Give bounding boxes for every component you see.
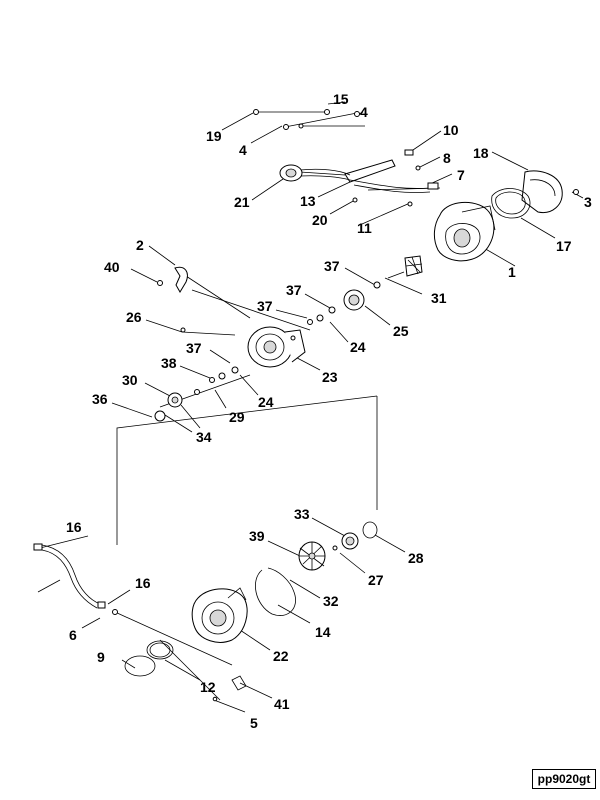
callout-37-d: 37 [186,340,202,356]
callout-37-e: 38 [161,355,177,371]
callout-1: 1 [508,264,516,280]
callout-6: 6 [69,627,77,643]
callout-23: 23 [322,369,338,385]
callout-37-c: 37 [257,298,273,314]
callout-2: 2 [136,237,144,253]
callout-30: 30 [122,372,138,388]
part-snap-ring-14 [255,567,296,616]
part-clamp-2 [157,266,188,293]
callout-29: 29 [229,409,245,425]
callout-31: 31 [431,290,447,306]
part-turbine-housing [433,201,496,262]
callout-10: 10 [443,122,459,138]
callout-14: 14 [315,624,331,640]
part-seal-25 [343,289,365,311]
callout-38: 39 [249,528,265,544]
callout-4-a: 4 [360,104,368,120]
callout-13: 13 [300,193,316,209]
callout-26: 26 [126,309,142,325]
callout-32: 32 [323,593,339,609]
callout-22: 22 [273,648,289,664]
reference-code: pp9020gt [532,769,596,789]
callout-34: 34 [196,429,212,445]
callout-21: 21 [234,194,250,210]
callout-12: 12 [200,679,216,695]
part-compressor-housing [191,587,248,643]
callout-33: 33 [294,506,310,522]
callout-20: 20 [312,212,328,228]
part-compressor-wheel-38 [298,541,326,571]
part-small-rings [180,306,336,395]
callout-8: 8 [443,150,451,166]
part-o-rings-9-12 [124,640,174,677]
callout-28: 28 [408,550,424,566]
callout-25: 25 [393,323,409,339]
callout-15: 15 [333,91,349,107]
callout-24-a: 24 [350,339,366,355]
callout-27: 27 [368,572,384,588]
part-oil-line-bracket [279,149,439,207]
callout-5: 5 [250,715,258,731]
callout-9: 9 [97,649,105,665]
part-bearing-housing [247,326,306,368]
callout-24-b: 24 [258,394,274,410]
callouts: 1 2 3 4 4 5 6 7 8 9 10 11 12 13 14 15 16… [66,91,592,731]
part-insert-27-28-33 [332,521,378,551]
callout-17: 17 [556,238,572,254]
part-bolts-upper [253,109,360,130]
callout-18: 18 [473,145,489,161]
callout-36: 36 [92,391,108,407]
callout-39: 40 [104,259,120,275]
part-compressor-wheel-small [373,255,423,289]
part-thrust-collar [154,392,183,422]
part-heat-shield [491,170,579,219]
callout-16-a: 16 [66,519,82,535]
callout-37-b: 37 [286,282,302,298]
callout-3: 3 [584,194,592,210]
callout-16-b: 16 [135,575,151,591]
callout-11: 11 [357,220,372,236]
callout-19: 19 [206,128,222,144]
callout-4-b: 4 [239,142,247,158]
callout-37-a: 37 [324,258,340,274]
part-bracket-40 [212,675,247,702]
callout-40: 41 [274,696,290,712]
callout-7: 7 [457,167,465,183]
part-drain-tube-41 [33,543,118,615]
